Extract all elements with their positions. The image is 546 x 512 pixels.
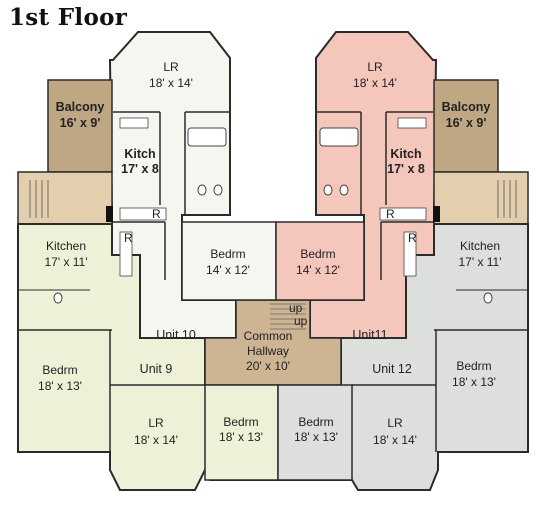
room-size-bedrm-unit10: 14' x 12' (206, 263, 250, 277)
room-size-kitchen-unit9: 17' x 11' (44, 255, 87, 269)
stair-up-label-1: up (289, 301, 303, 315)
room-name-balcony-left: Balcony (56, 100, 105, 114)
hallway-name-line2: Hallway (247, 344, 289, 358)
room-name-kitch-unit11: Kitch (390, 147, 421, 161)
room-name-bedrm-unit10: Bedrm (210, 247, 245, 261)
room-name-kitch-unit10: Kitch (124, 147, 155, 161)
room-name-bedrm-unit12-b: Bedrm (298, 415, 333, 429)
range-label-unit10: R (152, 207, 161, 221)
bedroom-unit-9-center (204, 384, 279, 481)
room-name-lr-unit12: LR (387, 416, 403, 430)
hallway-size: 20' x 10' (246, 359, 290, 373)
balcony-left (47, 79, 113, 173)
room-size-bedrm-unit9-b: 18' x 13' (219, 430, 263, 444)
bedroom-unit-11 (275, 221, 365, 301)
unit-label-12: Unit 12 (372, 362, 412, 376)
room-size-kitch-unit11: 17' x 8 (387, 162, 425, 176)
room-size-lr-unit12: 18' x 14' (373, 433, 417, 447)
range-label-unit11: R (386, 207, 395, 221)
floor-title: 1st Floor (9, 4, 128, 31)
room-size-balcony-right: 16' x 9' (446, 116, 487, 130)
hallway-name-line1: Common (244, 329, 293, 343)
room-size-bedrm-unit12-a: 18' x 13' (452, 375, 496, 389)
room-name-bedrm-unit11: Bedrm (300, 247, 335, 261)
room-size-bedrm-unit11: 14' x 12' (296, 263, 340, 277)
room-size-lr-unit10: 18' x 14' (149, 76, 193, 90)
room-name-kitchen-unit12: Kitchen (460, 239, 500, 253)
room-name-balcony-right: Balcony (442, 100, 491, 114)
room-size-lr-unit9: 18' x 14' (134, 433, 178, 447)
unit-label-10: Unit 10 (156, 328, 196, 342)
unit-label-11: Unit11 (352, 328, 387, 342)
stairwell-right (433, 171, 529, 225)
range-label-unit9: R (124, 231, 133, 245)
room-size-lr-unit11: 18' x 14' (353, 76, 397, 90)
room-name-bedrm-unit9-a: Bedrm (42, 363, 77, 377)
room-size-bedrm-unit12-b: 18' x 13' (294, 430, 338, 444)
room-name-bedrm-unit9-b: Bedrm (223, 415, 258, 429)
bedroom-unit-12-center (277, 384, 353, 481)
room-name-lr-unit11: LR (367, 60, 383, 74)
room-size-kitchen-unit12: 17' x 11' (458, 255, 501, 269)
bedroom-unit-10 (181, 221, 277, 301)
stair-up-label-2: up (294, 314, 308, 328)
balcony-right (433, 79, 499, 173)
room-name-kitchen-unit9: Kitchen (46, 239, 86, 253)
room-name-lr-unit9: LR (148, 416, 164, 430)
unit-label-9: Unit 9 (140, 362, 173, 376)
range-label-unit12: R (408, 231, 417, 245)
room-name-lr-unit10: LR (163, 60, 179, 74)
room-size-kitch-unit10: 17' x 8 (121, 162, 159, 176)
room-name-bedrm-unit12-a: Bedrm (456, 359, 491, 373)
room-size-balcony-left: 16' x 9' (60, 116, 101, 130)
room-size-bedrm-unit9-a: 18' x 13' (38, 379, 82, 393)
stairwell-left (17, 171, 113, 225)
